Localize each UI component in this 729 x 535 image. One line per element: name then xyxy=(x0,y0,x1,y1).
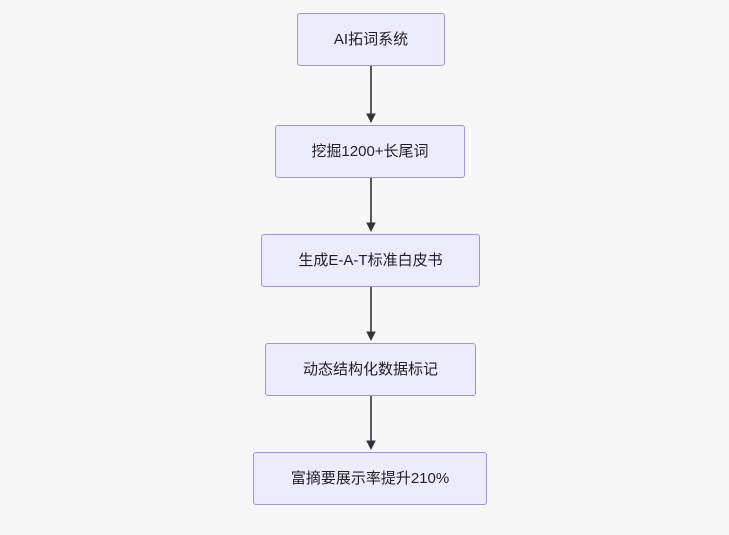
flow-node-rich-snippet-rate-increase[interactable]: 富摘要展示率提升210% xyxy=(253,452,487,505)
flow-node-ai-keyword-system[interactable]: AI拓词系统 xyxy=(297,13,445,66)
edge-n3-n4 xyxy=(366,287,376,341)
flow-node-mine-longtail-keywords[interactable]: 挖掘1200+长尾词 xyxy=(275,125,465,178)
edge-n1-n2 xyxy=(366,66,376,123)
edge-n4-n5 xyxy=(366,396,376,450)
edge-n2-n3 xyxy=(366,178,376,232)
flow-node-generate-eat-whitepaper[interactable]: 生成E-A-T标准白皮书 xyxy=(261,234,480,287)
flow-node-dynamic-structured-data-markup[interactable]: 动态结构化数据标记 xyxy=(265,343,476,396)
